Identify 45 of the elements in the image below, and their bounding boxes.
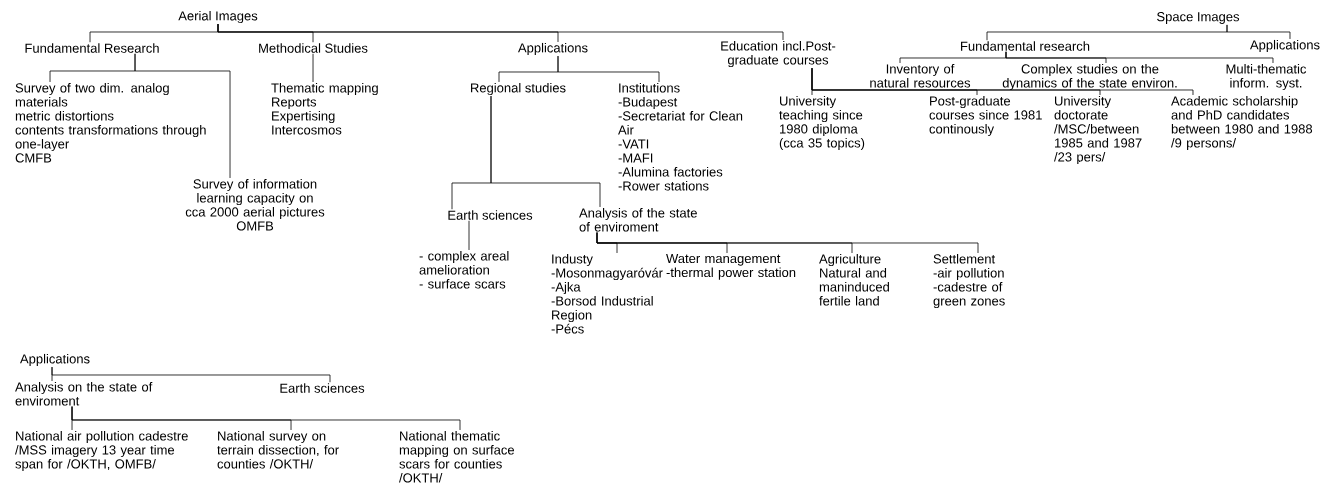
connector-line	[596, 232, 979, 254]
item-list: Industy -Mosonmagyaróvár -Ajka -Borsod Industrial Region -Pécs	[551, 254, 663, 334]
tree-label: Post-graduate courses since 1981 continously	[929, 96, 1042, 137]
item-list: Institutions -Budapest -Secretariat for Clean Air -VATI -MAFI -Alumina factories -Rower stations	[618, 83, 743, 191]
connector-line	[71, 406, 461, 431]
tree-label: Fundamental research	[961, 41, 1090, 51]
item-list: Agriculture Natural and maninduced fertile land	[819, 254, 889, 306]
tree-label: National thematic mapping on surface scars for counties /OKTH/	[399, 431, 515, 483]
tree-label: Aerial Images	[178, 10, 258, 24]
tree-label: Applications	[20, 353, 90, 367]
tree-label: Regional studies	[471, 82, 566, 96]
tree-label: Multi-thematic inform. syst.	[1226, 64, 1307, 91]
tree-label: Education incl.Post-graduate courses	[721, 41, 836, 68]
connector-line	[51, 366, 331, 383]
tree-label: Analysis of the state of enviroment	[579, 208, 697, 232]
connector-line	[811, 67, 1194, 96]
connector-line	[134, 53, 231, 179]
connector-line	[217, 23, 784, 41]
tree-label: Fundamental Research	[25, 43, 159, 53]
tree-label: National air pollution cadestre /MSS imagery 13 year time span for /OKTH, OMFB/	[15, 431, 188, 472]
connector-line	[490, 95, 601, 208]
tree-label: Earth sciences	[448, 210, 533, 220]
connector-line	[1005, 51, 1274, 64]
tree-label: National survey on terrain dissection, for counties /OKTH/	[217, 431, 339, 469]
connector-line	[1226, 24, 1291, 40]
tree-label: Applications	[518, 42, 588, 56]
connector-line	[312, 53, 314, 83]
tree-label: University doctorate /MSC/between 1985 and 1987 /23 pers/	[1054, 96, 1142, 165]
tree-label: Analysis on the state of enviroment	[15, 382, 153, 406]
item-list: Thematic mapping Reports Expertising Intercosmos	[271, 83, 378, 135]
tree-label: Complex studies on the dynamics of the state environ.	[1002, 64, 1177, 91]
item-list: Water management -thermal power station	[666, 254, 796, 280]
tree-label: Inventory of natural resources	[870, 64, 971, 88]
tree-label: Earth sciences	[280, 383, 365, 393]
item-list: Survey of information learning capacity on cca 2000 aerial pictures OMFB	[185, 179, 325, 231]
connector-line	[557, 55, 660, 83]
tree-label: Academic scholarship and PhD candidates between 1980 and 1988 /9 persons/	[1171, 96, 1313, 151]
item-list: Settlement -air pollution -cadestre of green zones	[933, 254, 1005, 309]
tree-label: University teaching since 1980 diploma (cca 35 topics)	[779, 96, 865, 151]
tree-label: Applications	[1250, 39, 1320, 53]
tree-label: Methodical Studies	[259, 43, 368, 53]
item-list: Survey of two dim. analog materials metric distortions contents transformations through one-layer CMFB	[15, 83, 206, 163]
tree-label: Space Images	[1157, 12, 1240, 24]
connector-line	[468, 220, 470, 251]
item-list: - complex areal amelioration - surface scars	[419, 251, 509, 289]
